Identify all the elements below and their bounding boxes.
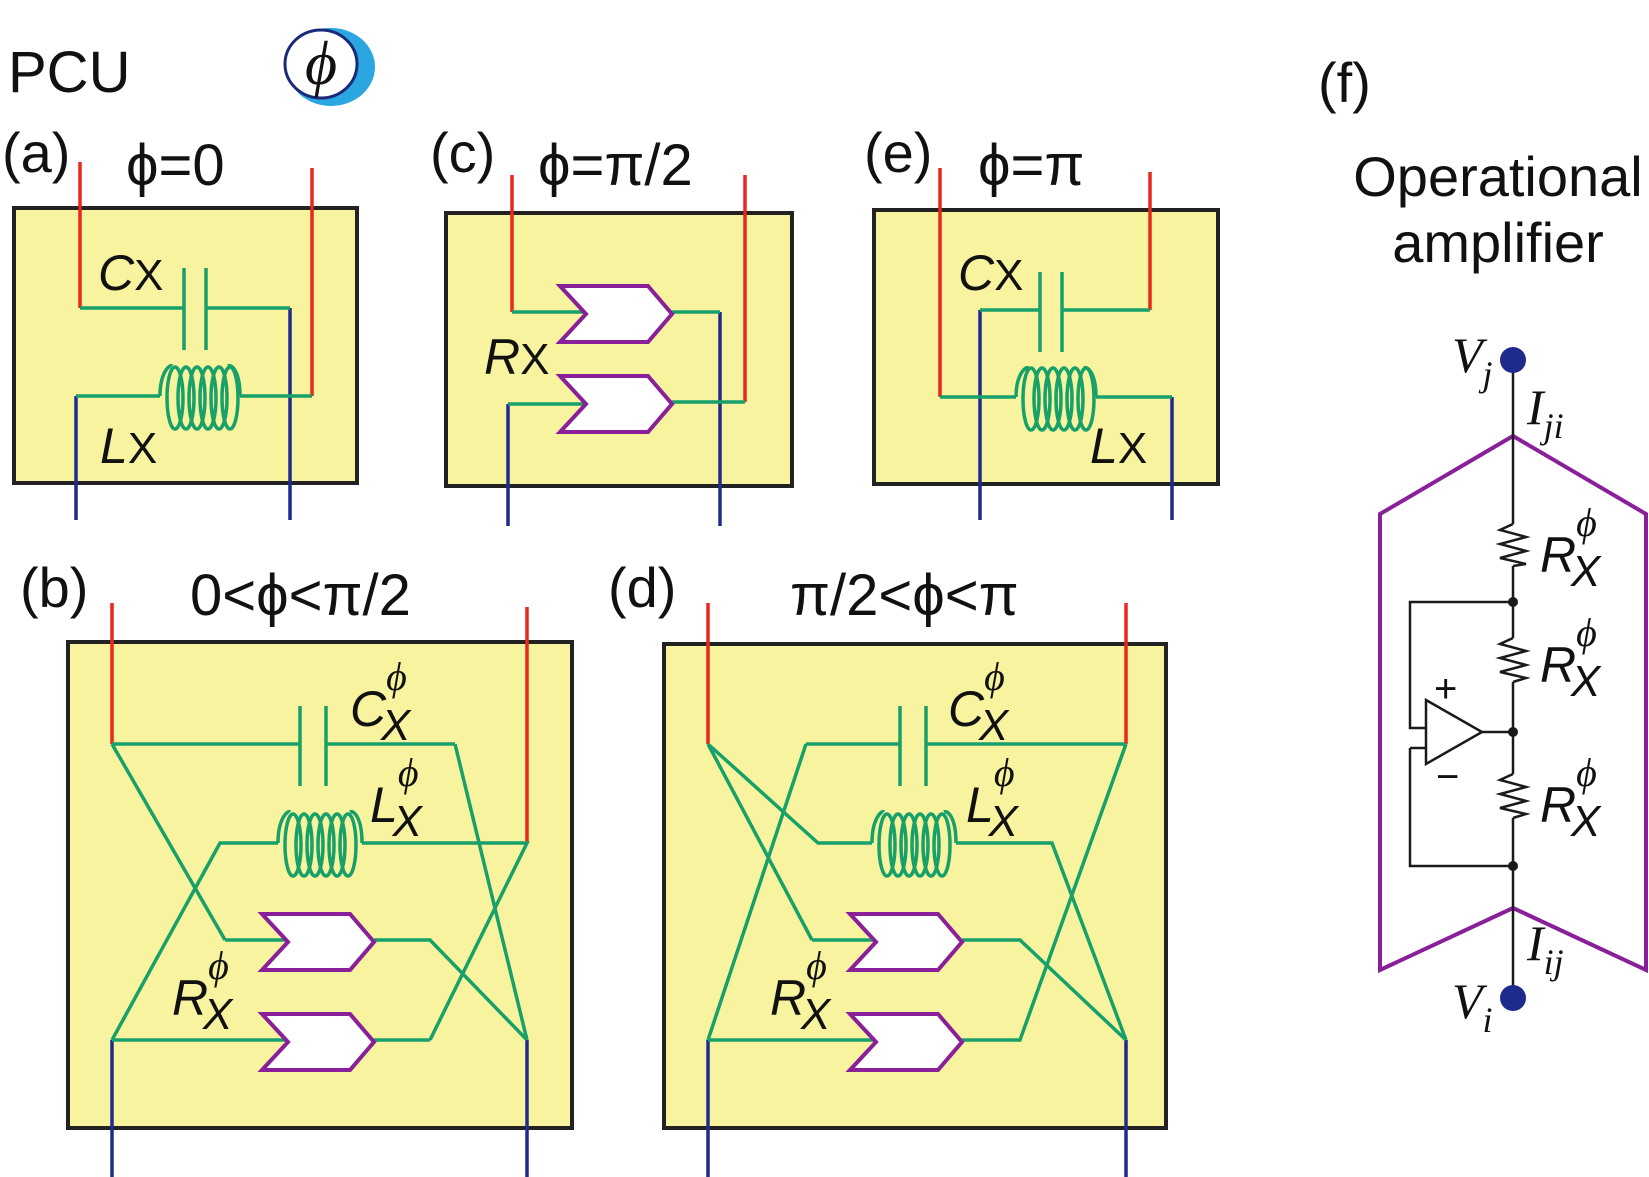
panel-c-res-label: RX (484, 329, 549, 385)
label-vi: Vi (1452, 973, 1493, 1040)
panel-a-ind-label: LX (100, 418, 157, 474)
label-iji: Iji (1526, 379, 1564, 446)
panel-b-inductor-icon (276, 809, 364, 878)
panel-f-title-line2: amplifier (1392, 211, 1604, 274)
panel-e-tag: (e) (864, 121, 932, 184)
opamp-minus: − (1436, 755, 1459, 799)
resistor-mid (1495, 636, 1531, 684)
label-iij: Iij (1526, 915, 1564, 982)
opamp-plus: + (1434, 667, 1457, 711)
panel-a-tag: (a) (2, 121, 70, 184)
panel-d-inductor-icon (870, 809, 958, 878)
panel-a: (a) ϕ=0 CX LX (2, 121, 359, 520)
panel-c-gate-upper (555, 284, 675, 344)
panel-f-tag: (f) (1318, 51, 1371, 114)
label-vj: Vj (1452, 327, 1493, 394)
panel-b-gate-lower (257, 1012, 377, 1072)
panel-e-ind-label: LX (1090, 418, 1147, 474)
panel-c: (c) ϕ=π/2 RX (430, 121, 794, 526)
panel-d-tag: (d) (608, 556, 676, 619)
panel-d-gate-upper (845, 912, 965, 972)
opamp-triangle-icon (1424, 697, 1485, 767)
panel-c-box (444, 211, 794, 488)
panel-b-tag: (b) (20, 556, 88, 619)
panel-e-inductor-icon (1021, 366, 1096, 432)
panel-e-condition: ϕ=π (978, 133, 1084, 198)
panel-c-tag: (c) (430, 121, 495, 184)
panel-d-gate-lower (845, 1012, 965, 1072)
panel-e: (e) ϕ=π CX LX (864, 121, 1220, 520)
node-vi (1500, 985, 1526, 1011)
panel-a-cap-label: CX (98, 245, 163, 301)
panel-a-inductor-icon (165, 365, 240, 431)
resistor-bottom (1495, 772, 1531, 820)
panel-b-gate-upper (257, 912, 377, 972)
panel-b-condition: 0<ϕ<π/2 (190, 563, 411, 628)
pcu-label: PCU (8, 40, 130, 105)
panel-e-cap-label: CX (958, 245, 1023, 301)
phi-logo-symbol: ϕ (305, 30, 337, 98)
panel-c-condition: ϕ=π/2 (538, 133, 693, 198)
phi-logo-icon: ϕ (283, 28, 375, 106)
panel-f-title-line1: Operational (1353, 145, 1643, 208)
panel-a-condition: ϕ=0 (126, 133, 225, 198)
node-vj (1500, 347, 1526, 373)
panel-c-gate-lower (555, 374, 675, 434)
resistor-top (1495, 522, 1531, 568)
panel-e-box (872, 208, 1220, 486)
panel-d-condition: π/2<ϕ<π (790, 563, 1019, 628)
